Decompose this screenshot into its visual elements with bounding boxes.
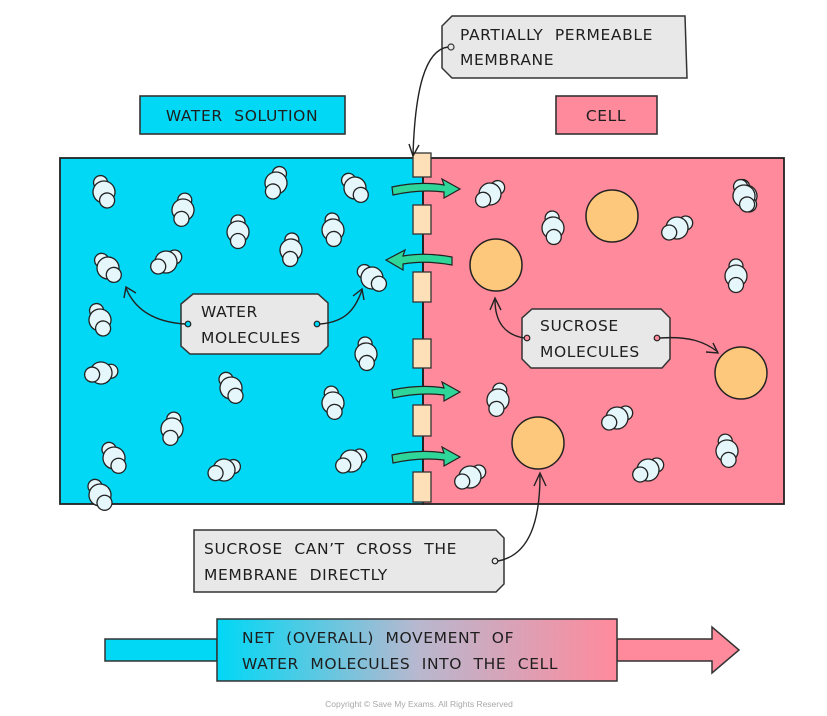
water-molecule: [160, 411, 184, 447]
water-molecule: [632, 457, 665, 483]
membrane-callout: PARTIALLY PERMEABLE MEMBRANE: [408, 15, 688, 158]
sucrose-molecule: [469, 238, 523, 292]
membrane-block: [412, 204, 432, 235]
arrow-into-cell: [391, 445, 462, 468]
water-molecule: [335, 448, 368, 474]
sucrose-molecule: [585, 189, 639, 243]
membrane-callout-line-2: MEMBRANE: [460, 51, 554, 69]
water-molecule: [474, 179, 506, 208]
water-solution-label-text: WATER SOLUTION: [166, 107, 318, 125]
water-molecule: [321, 212, 345, 248]
arrow-into-cell: [391, 177, 462, 200]
water-molecules-group: [83, 165, 758, 511]
membrane-block: [412, 152, 432, 178]
water-solution-label: WATER SOLUTION: [139, 95, 346, 135]
water-molecules-callout: WATER MOLECULES: [123, 285, 365, 355]
membrane-callout-line-1: PARTIALLY PERMEABLE: [460, 26, 653, 44]
water-molecule: [354, 336, 378, 372]
sucrose-molecules-callout: SUCROSE MOLECULES: [489, 296, 720, 369]
water-molecule: [724, 258, 748, 294]
water-molecule: [321, 385, 345, 421]
membrane-block: [412, 471, 432, 503]
water-molecule: [541, 210, 565, 246]
water-molecule: [150, 249, 183, 275]
partially-permeable-membrane: [412, 152, 432, 504]
cant-cross-line-1: SUCROSE CAN’T CROSS THE: [204, 540, 457, 558]
net-movement-line-2: WATER MOLECULES INTO THE CELL: [242, 655, 558, 673]
water-molecule: [87, 478, 113, 511]
copyright-text: Copyright © Save My Exams. All Rights Re…: [325, 699, 513, 709]
water-callout-line-1: WATER: [201, 303, 258, 321]
water-molecule: [88, 302, 112, 337]
water-molecule: [486, 382, 510, 418]
water-molecule: [101, 441, 127, 474]
water-molecule: [715, 433, 739, 469]
sucrose-molecule: [714, 346, 768, 400]
water-molecule: [454, 464, 487, 490]
cant-cross-line-2: MEMBRANE DIRECTLY: [204, 566, 388, 584]
water-molecule: [92, 174, 116, 209]
water-molecule: [218, 371, 244, 404]
net-movement-line-1: NET (OVERALL) MOVEMENT OF: [242, 629, 514, 647]
water-molecule: [93, 252, 122, 284]
water-molecule: [207, 458, 242, 482]
membrane-block: [412, 271, 432, 303]
sucrose-molecules-group: [469, 189, 768, 470]
net-movement-arrow: NET (OVERALL) MOVEMENT OF WATER MOLECULE…: [104, 618, 741, 682]
cell-label: CELL: [555, 95, 658, 135]
membrane-block: [412, 338, 432, 369]
water-molecule: [340, 172, 369, 204]
sucrose-molecule: [511, 416, 565, 470]
sucrose-cant-cross-callout: SUCROSE CAN’T CROSS THE MEMBRANE DIRECTL…: [193, 471, 547, 593]
water-molecule: [279, 232, 303, 268]
water-molecule: [226, 214, 250, 250]
water-movement-arrows: [384, 177, 462, 468]
cell-label-text: CELL: [586, 107, 626, 125]
membrane-block: [412, 404, 432, 437]
water-molecule: [171, 192, 195, 228]
water-molecule: [601, 405, 634, 431]
water-molecule: [661, 215, 694, 241]
water-molecule: [264, 165, 288, 200]
water-molecule: [732, 178, 756, 213]
arrow-into-cell: [391, 380, 462, 403]
water-callout-line-2: MOLECULES: [201, 329, 301, 347]
water-molecule: [83, 361, 119, 385]
sucrose-callout-line-1: SUCROSE: [540, 317, 619, 335]
sucrose-callout-line-2: MOLECULES: [540, 343, 640, 361]
arrow-out-of-cell: [384, 248, 453, 272]
water-molecule: [356, 263, 388, 292]
